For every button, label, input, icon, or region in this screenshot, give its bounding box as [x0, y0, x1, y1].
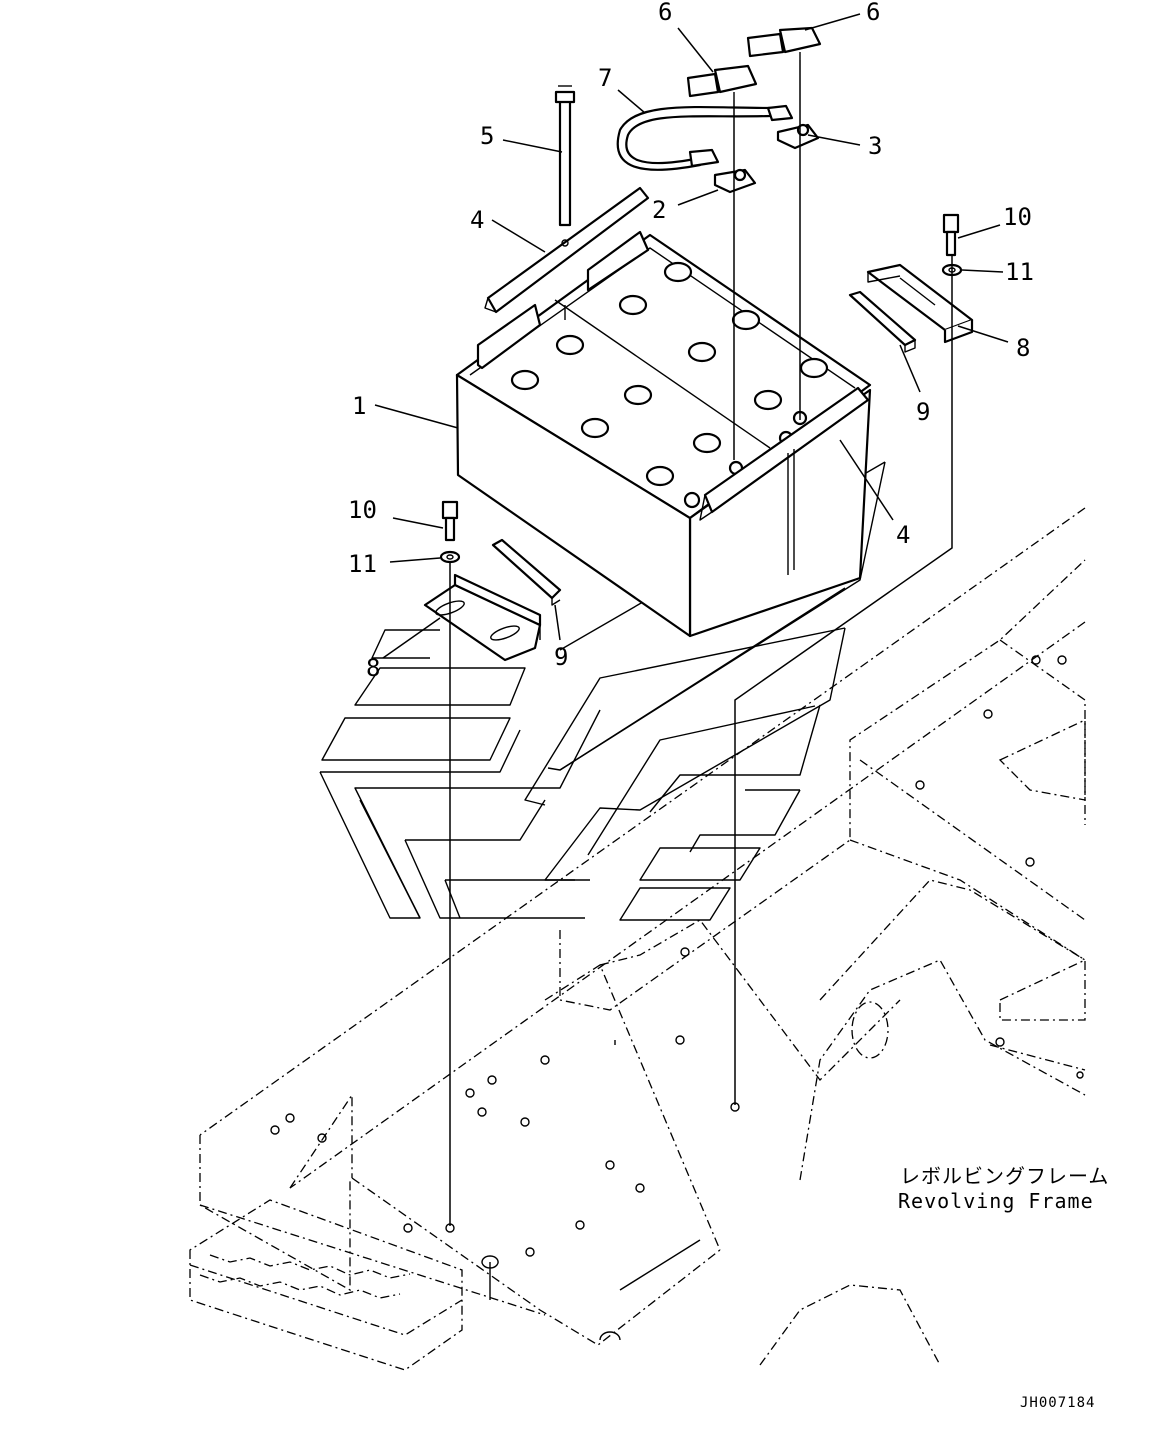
leader-lines [374, 13, 1009, 659]
callout-labels: 1 2 3 4 4 5 6 6 7 8 8 9 9 10 10 11 11 [348, 0, 1034, 682]
hold-down-bar-lower [699, 386, 870, 575]
callout-3: 3 [868, 132, 882, 160]
callout-1: 1 [352, 392, 366, 420]
hold-down-bar-upper [484, 186, 650, 314]
step-plate [189, 1199, 463, 1371]
callout-10-left: 10 [348, 496, 377, 524]
callout-8-left: 8 [366, 654, 380, 682]
callout-6-right: 6 [866, 0, 880, 26]
pad-right [848, 290, 917, 353]
callout-2: 2 [652, 196, 666, 224]
bolt-right [942, 213, 960, 257]
battery [455, 230, 872, 638]
bolt-left [441, 500, 459, 542]
battery-tray-guide [319, 461, 886, 921]
callout-10-right: 10 [1003, 203, 1032, 231]
frame-label-japanese: レボルビングフレーム [900, 1164, 1109, 1188]
terminal-cover-right [746, 26, 822, 60]
bracket-right [866, 263, 974, 344]
rod [554, 85, 576, 227]
washer-left [439, 550, 461, 564]
bracket-left [423, 573, 542, 662]
pad-left [491, 538, 562, 606]
terminal-clamp-2 [713, 168, 757, 194]
revolving-frame [199, 507, 1086, 1366]
frame-label-english: Revolving Frame [898, 1189, 1094, 1213]
terminal-cover-left [686, 64, 758, 100]
callout-9-left: 9 [554, 643, 568, 671]
callout-11-right: 11 [1005, 258, 1034, 286]
alignment-lines [449, 60, 953, 1226]
callout-4-upper: 4 [470, 206, 484, 234]
callout-4-lower: 4 [896, 521, 910, 549]
cell-caps [510, 261, 829, 487]
callout-6-left: 6 [658, 0, 672, 26]
drawing-code: JH007184 [1020, 1395, 1095, 1411]
frame-label: レボルビングフレーム Revolving Frame [898, 1164, 1109, 1213]
callout-8-right: 8 [1016, 334, 1030, 362]
callout-11-left: 11 [348, 550, 377, 578]
frame-holes [270, 655, 1084, 1341]
callout-5: 5 [480, 122, 494, 150]
cable [616, 104, 794, 171]
callout-9-right: 9 [916, 398, 930, 426]
callout-7: 7 [598, 64, 612, 92]
